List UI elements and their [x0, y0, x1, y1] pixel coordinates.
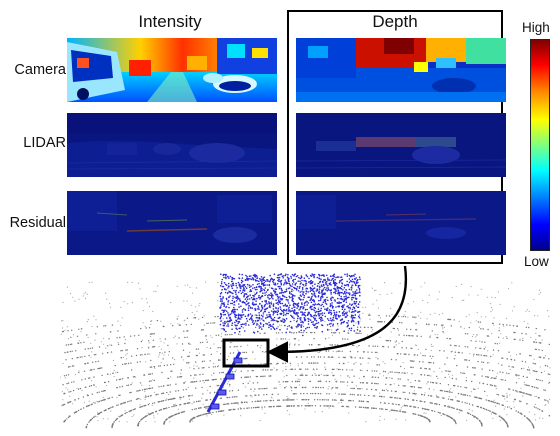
colorbar — [530, 39, 550, 251]
row-label-camera: Camera — [14, 62, 66, 78]
lidar-point-cloud — [59, 272, 552, 430]
residual-depth-image — [296, 191, 506, 255]
row-label-lidar: LIDAR — [23, 135, 66, 151]
point-cloud-blue-points — [219, 273, 361, 337]
lidar-depth-image — [296, 113, 506, 177]
point-cloud-gray-points — [59, 281, 551, 429]
camera-depth-image — [296, 38, 506, 102]
colorbar-low-label: Low — [524, 254, 549, 269]
trajectory-line — [206, 351, 243, 413]
row-label-residual: Residual — [9, 215, 66, 231]
depth-column-title: Depth — [372, 12, 418, 31]
intensity-column-title: Intensity — [138, 12, 202, 31]
colorbar-high-label: High — [522, 20, 550, 35]
residual-intensity-image — [67, 191, 277, 255]
camera-intensity-image — [67, 38, 277, 102]
lidar-intensity-image — [67, 113, 277, 177]
